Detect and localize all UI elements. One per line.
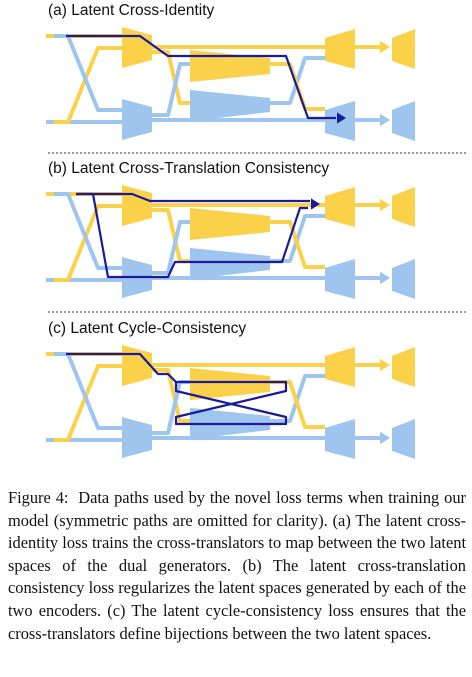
discriminator-blue: [392, 419, 415, 459]
loss-path-line: [76, 192, 308, 279]
discriminator-yellow: [392, 187, 415, 227]
loss-path: [66, 352, 288, 426]
cross-translator-yellow: [190, 50, 270, 82]
cross-translator-blue: [190, 90, 270, 121]
translator-input-blue: [152, 220, 190, 275]
loss-path-arrowhead: [337, 112, 346, 124]
decoder-yellow: [325, 29, 355, 69]
encoder-yellow: [122, 27, 152, 68]
arrowhead-blue: [380, 113, 390, 127]
cross-line-blue: [54, 352, 122, 430]
cross-line-yellow: [54, 364, 122, 442]
arrowhead-yellow: [380, 358, 390, 372]
translator-input-yellow: [152, 50, 190, 105]
figure-label: Figure 4:: [8, 488, 69, 507]
encoder-blue: [122, 99, 152, 140]
separator: [48, 311, 466, 313]
cross-line-yellow: [54, 204, 122, 282]
translator-input-blue: [152, 62, 190, 117]
cross-translator-blue: [190, 248, 270, 279]
discriminator-yellow: [392, 29, 415, 69]
loss-path: [76, 192, 320, 279]
decoder-blue: [325, 419, 355, 459]
panel-cycle-consistency: (c) Latent Cycle-Consistency: [0, 318, 472, 470]
loss-path-line: [76, 192, 310, 203]
cross-translator-yellow: [190, 368, 270, 400]
encoder-yellow: [122, 345, 152, 386]
loss-path-cycle: [174, 380, 288, 426]
diagram-cross-identity: [46, 27, 415, 141]
encoder-yellow: [122, 185, 152, 226]
panel-cross-translation: (b) Latent Cross-Translation Consistency: [0, 158, 472, 310]
figure-caption: Figure 4: Data paths used by the novel l…: [8, 487, 466, 645]
panel-cross-identity: (a) Latent Cross-Identity: [0, 0, 472, 152]
caption-text: Data paths used by the novel loss terms …: [8, 488, 466, 643]
loss-path-arrowhead: [311, 198, 320, 210]
panel-title: (c) Latent Cycle-Consistency: [48, 320, 247, 337]
decoder-yellow: [325, 347, 355, 387]
base-diagram: [46, 27, 415, 141]
arrowhead-yellow: [380, 40, 390, 54]
decoder-blue: [325, 259, 355, 299]
loss-path-line: [66, 352, 177, 383]
loss-path: [66, 34, 346, 124]
cross-line-yellow: [54, 46, 122, 124]
diagram-cross-translation: [46, 185, 415, 299]
arrowhead-blue: [380, 431, 390, 445]
encoder-blue: [122, 417, 152, 458]
diagram-cycle-consistency: [46, 345, 415, 459]
cross-line-blue: [54, 192, 122, 270]
separator: [48, 152, 466, 154]
panel-title: (a) Latent Cross-Identity: [48, 2, 215, 19]
discriminator-blue: [392, 101, 415, 141]
translator-input-yellow: [152, 368, 190, 423]
decoder-yellow: [325, 187, 355, 227]
translator-output-yellow: [270, 220, 325, 269]
loss-path-line: [66, 34, 336, 120]
cross-translator-yellow: [190, 208, 270, 240]
base-diagram: [46, 345, 415, 459]
discriminator-blue: [392, 259, 415, 299]
arrowhead-blue: [380, 271, 390, 285]
arrowhead-yellow: [380, 198, 390, 212]
cross-line-blue: [54, 34, 122, 112]
panel-title: (b) Latent Cross-Translation Consistency: [48, 160, 330, 177]
discriminator-yellow: [392, 347, 415, 387]
base-diagram: [46, 185, 415, 299]
